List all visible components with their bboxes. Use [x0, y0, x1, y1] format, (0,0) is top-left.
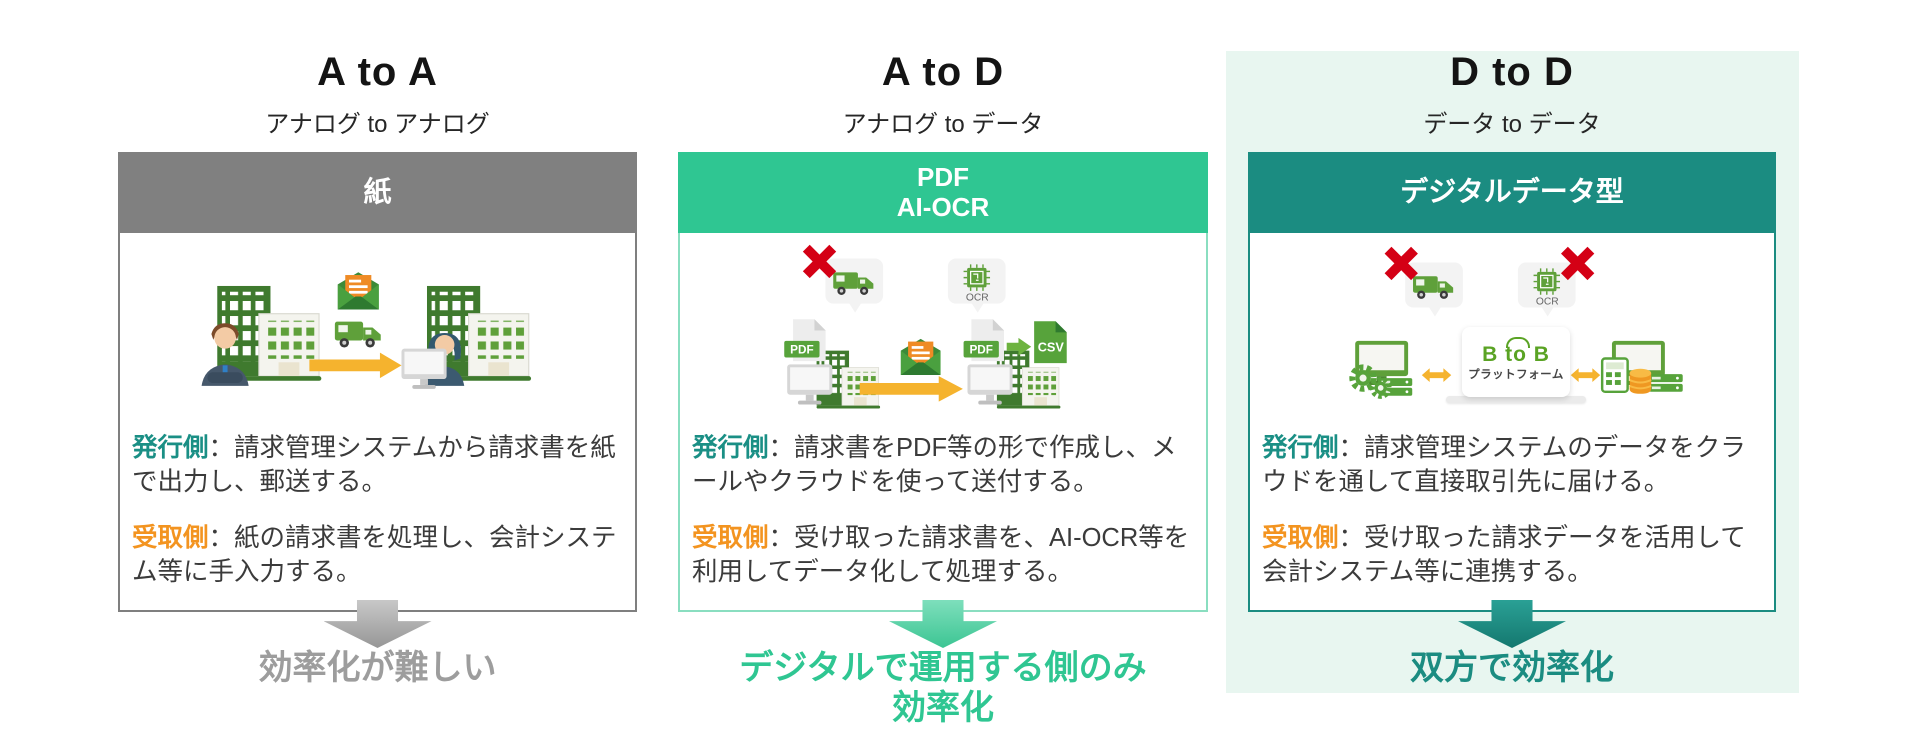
receiver-text: ：受け取った請求書を、AI-OCR等を利用してデータ化して処理する。	[692, 524, 1190, 586]
issuer-label: 発行側	[692, 434, 769, 462]
issuer-description: 発行側：請求管理システムから請求書を紙で出力し、郵送する。	[132, 431, 623, 499]
method-card-digital-data: デジタルデータ型 OCR	[1248, 152, 1776, 612]
issuer-text: ：請求管理システムから請求書を紙で出力し、郵送する。	[132, 434, 616, 496]
envelope-icon	[337, 272, 379, 310]
column-title-a-to-a: A to A	[317, 50, 438, 94]
btob-logo-subtext: プラットフォーム	[1468, 368, 1564, 381]
column-d-to-d: D to D データ to データ デジタルデータ型 OCR	[1248, 0, 1776, 753]
column-title-d-to-d: D to D	[1450, 50, 1574, 94]
server-icon	[1649, 374, 1683, 392]
ocr-label: OCR	[966, 293, 989, 304]
column-a-to-a: A to A アナログ to アナログ 紙	[118, 0, 637, 753]
database-icon	[1628, 367, 1653, 395]
issuer-text: ：請求管理システムのデータをクラウドを通して直接取引先に届ける。	[1262, 434, 1746, 496]
receiver-text: ：受け取った請求データを活用して会計システム等に連携する。	[1262, 524, 1746, 586]
btob-arc-icon	[1506, 337, 1530, 348]
double-arrow-icon	[1421, 368, 1452, 382]
issuer-description: 発行側：請求書をPDF等の形で作成し、メールやクラウドを使って送付する。	[692, 431, 1194, 499]
receiver-description: 受取側：受け取った請求書を、AI-OCR等を利用してデータ化して処理する。	[692, 521, 1194, 589]
receiver-label: 受取側	[692, 524, 769, 552]
calculator-icon	[1600, 357, 1629, 394]
btob-logo-text: B to B	[1482, 342, 1550, 366]
column-title-a-to-d: A to D	[881, 50, 1005, 94]
illustration-pdf-flow: OCR PDF PDF	[680, 235, 1206, 431]
method-card-paper: 紙 発行側：請求管理システムから請求書を紙で出力し、郵送する	[118, 152, 637, 612]
column-subtitle-d-to-d: データ to データ	[1423, 111, 1601, 138]
truck-icon	[334, 321, 381, 348]
pdf-label: PDF	[790, 344, 814, 357]
issuer-text: ：請求書をPDF等の形で作成し、メールやクラウドを使って送付する。	[692, 434, 1177, 496]
issuer-label: 発行側	[132, 434, 209, 462]
receiver-description: 受取側：紙の請求書を処理し、会計システム等に手入力する。	[132, 521, 623, 589]
convert-arrow-icon	[1006, 337, 1032, 356]
pdf-badge	[963, 340, 999, 358]
result-d-to-d: 双方で効率化	[1410, 649, 1614, 687]
card-header-pdf-ocr: PDF AI-OCR	[678, 152, 1208, 233]
card-header-paper: 紙	[118, 152, 637, 233]
illustration-paper-flow	[120, 235, 635, 431]
result-a-to-a: 効率化が難しい	[258, 649, 497, 687]
column-subtitle-a-to-d: アナログ to データ	[842, 111, 1044, 138]
column-a-to-d: A to D アナログ to データ PDF AI-OCR OCR	[678, 0, 1208, 753]
laptop-base	[1446, 396, 1586, 403]
issuer-label: 発行側	[1262, 434, 1339, 462]
method-card-pdf-ocr: PDF AI-OCR OCR PDF	[678, 152, 1208, 612]
receiver-label: 受取側	[1262, 524, 1339, 552]
card-header-digital-data: デジタルデータ型	[1248, 152, 1776, 233]
receiver-label: 受取側	[132, 524, 209, 552]
receiver-description: 受取側：受け取った請求データを活用して会計システム等に連携する。	[1262, 521, 1762, 589]
column-subtitle-a-to-a: アナログ to アナログ	[265, 111, 490, 138]
issuer-description: 発行側：請求管理システムのデータをクラウドを通して直接取引先に届ける。	[1262, 431, 1762, 499]
pdf-badge	[784, 340, 820, 358]
envelope-icon	[900, 338, 941, 375]
btob-platform-laptop: B to B プラットフォーム	[1462, 327, 1570, 397]
result-a-to-d: デジタルで運用する側のみ 効率化	[739, 649, 1147, 727]
pdf-label: PDF	[969, 344, 992, 357]
ocr-label: OCR	[1536, 297, 1559, 308]
illustration-digital-flow: OCR	[1250, 235, 1774, 431]
receiver-text: ：紙の請求書を処理し、会計システム等に手入力する。	[132, 524, 617, 586]
right-arrow-icon	[309, 352, 402, 379]
csv-label: CSV	[1038, 340, 1065, 355]
double-arrow-icon	[1570, 368, 1601, 382]
